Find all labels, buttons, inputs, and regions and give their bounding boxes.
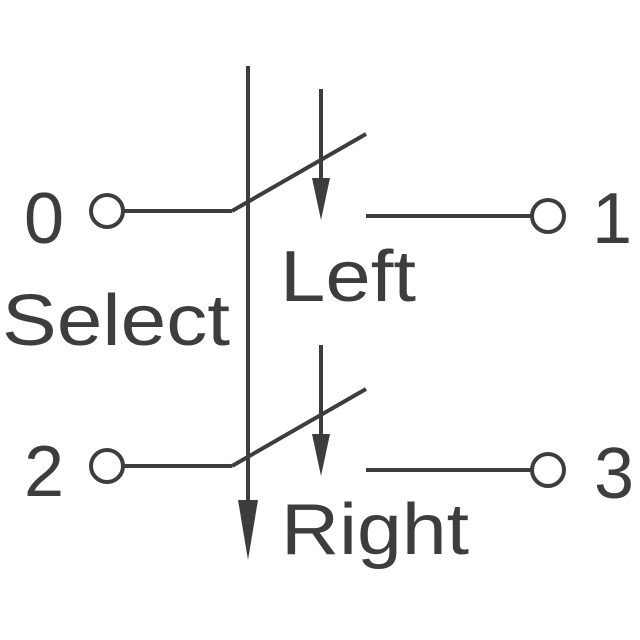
terminal-0-circle — [89, 193, 125, 229]
right-label: Right — [281, 490, 469, 570]
switch-left-blade — [231, 132, 367, 213]
actuator-arrow-icon — [238, 500, 258, 560]
terminal-3-circle — [530, 452, 566, 488]
switch-right — [89, 345, 566, 488]
terminal-0-label: 0 — [24, 179, 64, 259]
terminal-3-label: 3 — [594, 434, 634, 514]
switch-right-arrow-icon — [312, 434, 330, 476]
terminal-2-label: 2 — [24, 432, 64, 512]
actuator-shaft — [238, 66, 258, 560]
terminal-1-label: 1 — [592, 179, 632, 259]
left-label: Left — [280, 237, 416, 317]
switch-right-blade — [231, 387, 367, 468]
terminal-1-circle — [530, 198, 566, 234]
select-label: Select — [2, 281, 230, 361]
terminal-2-circle — [89, 448, 125, 484]
switch-left-arrow-icon — [312, 178, 330, 220]
switch-left — [89, 89, 566, 234]
